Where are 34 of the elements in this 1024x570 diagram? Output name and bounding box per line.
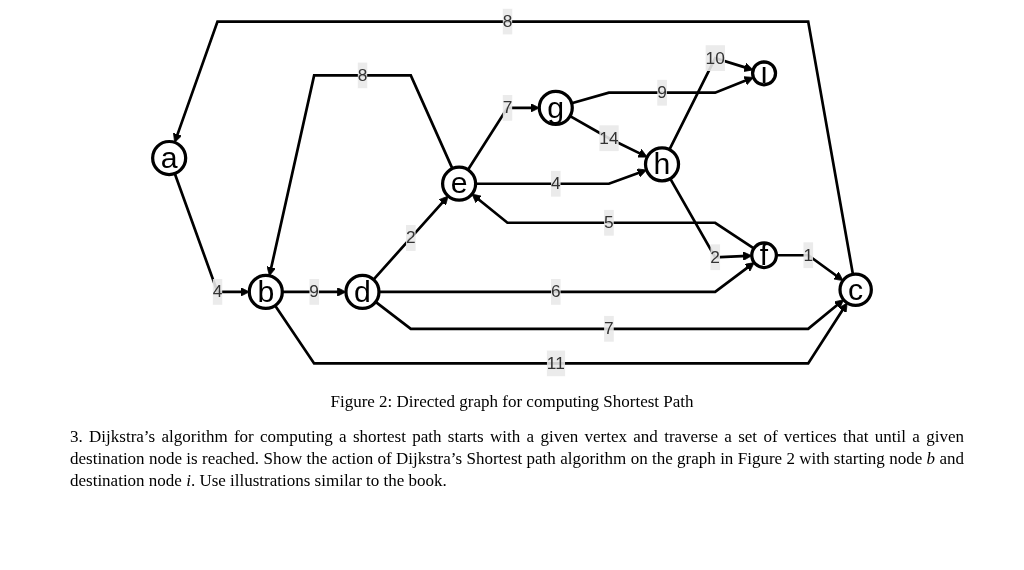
edge-label: 8 bbox=[357, 65, 368, 85]
question-text: 3. Dijkstra’s algorithm for computing a shortest path starts with a given vertex and traverse a set of vertices that until a given destination node is reached. Show the action of Dijkstra’s Shortest path algorithm on the graph in Figure 2 with starting node b and destination node i. Use illustrations similar to the book. bbox=[70, 426, 964, 493]
node-circle: b bbox=[247, 273, 284, 311]
edge-label: 1 bbox=[803, 245, 814, 264]
edge-label: 7 bbox=[604, 319, 614, 338]
edge-label: 4 bbox=[212, 282, 223, 301]
arrow bbox=[173, 20, 855, 275]
arrow bbox=[266, 74, 454, 277]
arrow bbox=[379, 262, 755, 294]
node-circle: h bbox=[643, 146, 681, 183]
edge-label: 9 bbox=[309, 282, 319, 301]
edge-label: 10 bbox=[705, 48, 725, 67]
arrow bbox=[569, 114, 648, 158]
edge-label: 2 bbox=[406, 228, 416, 247]
arrow bbox=[471, 193, 755, 250]
edge-label: 14 bbox=[599, 128, 619, 147]
edge-label: 7 bbox=[502, 98, 513, 117]
node-circle: e bbox=[441, 165, 478, 202]
arrow bbox=[372, 195, 449, 281]
edge-label: 8 bbox=[502, 11, 513, 31]
edge-label: 11 bbox=[546, 353, 565, 373]
edge-label: 6 bbox=[550, 282, 561, 301]
edge-label: 2 bbox=[710, 247, 720, 266]
figure-caption: Figure 2: Directed graph for computing Shortest Path bbox=[329, 392, 695, 412]
node-circle: a bbox=[151, 139, 188, 177]
edge-label: 4 bbox=[550, 174, 561, 193]
node-circle: c bbox=[838, 272, 873, 308]
edge-label: 9 bbox=[657, 82, 667, 102]
edge-label: 5 bbox=[604, 213, 614, 232]
arrow bbox=[273, 302, 848, 365]
node-circle: g bbox=[537, 89, 574, 126]
arrow bbox=[374, 299, 844, 331]
arrow bbox=[669, 178, 753, 261]
node-circle: d bbox=[344, 273, 381, 311]
